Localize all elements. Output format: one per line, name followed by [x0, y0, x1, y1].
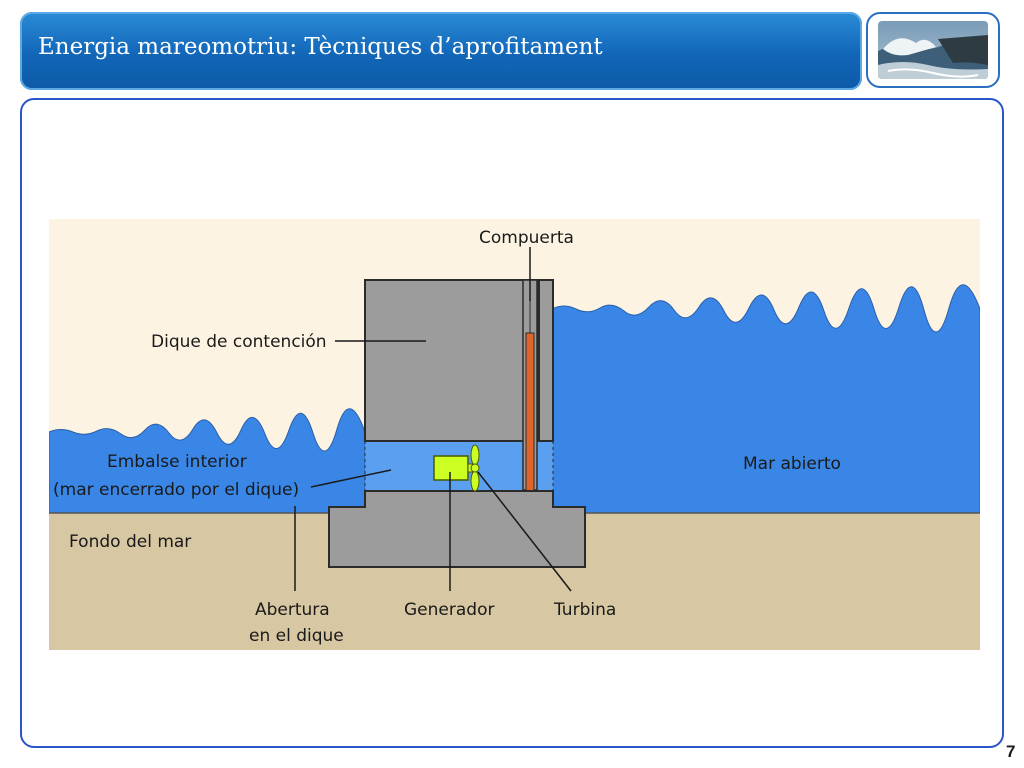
- sea-waves-photo: [878, 21, 988, 79]
- label-abertura-2: en el dique: [249, 626, 344, 646]
- inner-reservoir: [49, 408, 366, 514]
- label-abertura-1: Abertura: [255, 600, 330, 620]
- label-mar-abierto: Mar abierto: [743, 454, 841, 474]
- label-fondo: Fondo del mar: [69, 532, 191, 552]
- title-bar: Energia mareomotriu: Tècniques d’aprofit…: [20, 12, 862, 90]
- generator: [433, 455, 469, 481]
- open-sea: [551, 284, 980, 514]
- label-compuerta: Compuerta: [479, 228, 574, 248]
- gate-housing: [538, 279, 554, 442]
- dam-wall: [364, 279, 538, 442]
- tidal-dam-diagram: Compuerta Dique de contención Embalse in…: [49, 219, 980, 650]
- label-embalse-1: Embalse interior: [107, 452, 247, 472]
- sluice-gate: [525, 332, 535, 492]
- page-number: 7: [1006, 742, 1016, 761]
- dam-base: [328, 490, 586, 568]
- label-embalse-2: (mar encerrado por el dique): [53, 480, 299, 500]
- photo-frame: [866, 12, 1000, 88]
- turbine: [470, 444, 480, 466]
- slide-title: Energia mareomotriu: Tècniques d’aprofit…: [38, 34, 603, 60]
- label-turbina: Turbina: [553, 600, 616, 620]
- label-generador: Generador: [404, 600, 494, 620]
- label-dique: Dique de contención: [151, 332, 327, 352]
